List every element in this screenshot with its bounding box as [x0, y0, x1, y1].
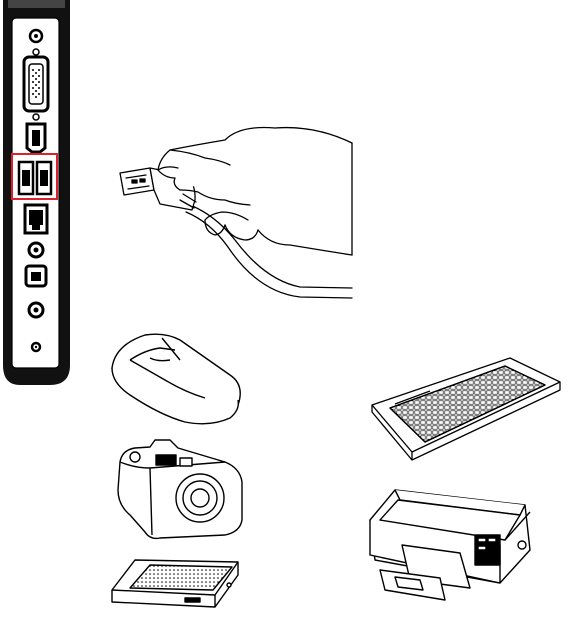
- hdmi-port-icon: [27, 124, 45, 152]
- printer-icon: [370, 490, 530, 600]
- screw-hole-icon: [32, 343, 40, 351]
- audio-jack-icon: [29, 303, 43, 317]
- pc-back-panel: [3, 0, 70, 385]
- camera-icon: [118, 440, 242, 538]
- optical-port-icon: [26, 266, 46, 286]
- vga-port-icon: [24, 49, 48, 120]
- usb-plug-icon: [120, 128, 352, 299]
- ethernet-port-icon: [25, 205, 47, 233]
- mouse-icon: [112, 334, 240, 424]
- keyboard-icon: [372, 358, 560, 460]
- power-jack-icon: [30, 30, 42, 42]
- external-drive-icon: [112, 560, 238, 607]
- audio-jack-icon: [29, 243, 43, 257]
